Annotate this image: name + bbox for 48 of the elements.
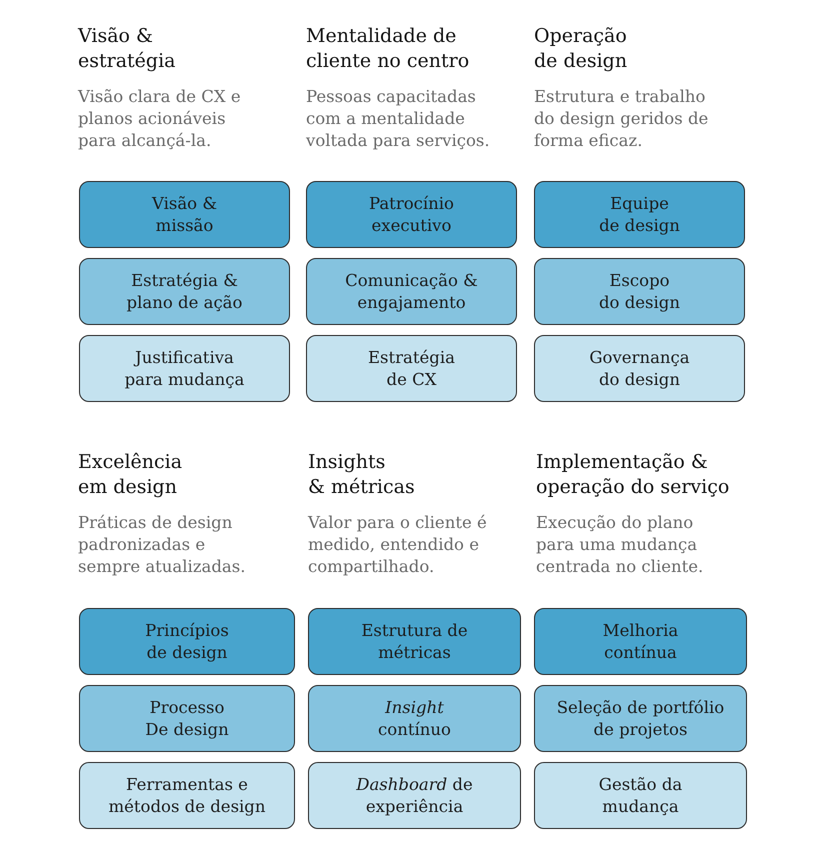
box-label: Escopo do design: [598, 270, 680, 314]
capability-box: [534, 608, 747, 675]
capability-box: [534, 335, 745, 402]
box-label: Ferramentas e métodos de design: [108, 774, 266, 818]
box-label: Justificativa para mudança: [124, 346, 244, 390]
section-heading: Excelência em design: [78, 450, 182, 500]
capability-box: [534, 258, 745, 325]
capability-box: [534, 762, 747, 829]
capability-box: [306, 181, 517, 248]
section-description: Visão clara de CX e planos acionáveis para alcançá-la.: [78, 86, 241, 152]
box-label: Estratégia & plano de ação: [126, 270, 242, 314]
box-label: Patrocínio executivo: [368, 192, 454, 236]
capability-box: [306, 335, 517, 402]
section-description: Práticas de design padronizadas e sempre atualizadas.: [78, 512, 246, 578]
capability-box: [79, 762, 295, 829]
section-heading: Mentalidade de cliente no centro: [306, 24, 470, 74]
section-description: Execução do plano para uma mudança centrada no cliente.: [536, 512, 704, 578]
box-label: Equipe de design: [599, 192, 680, 236]
capability-box: [79, 335, 290, 402]
box-label: Comunicação & engajamento: [345, 270, 478, 314]
capability-box: [534, 181, 745, 248]
capability-box: [308, 608, 521, 675]
box-label: Dashboard de experiência: [356, 774, 473, 818]
box-label: Gestão da mudança: [598, 774, 682, 818]
capability-box: [308, 762, 521, 829]
box-label: Seleção de portfólio de projetos: [556, 696, 724, 740]
capability-box: [79, 685, 295, 752]
capability-box: [306, 258, 517, 325]
section-heading: Visão & estratégia: [78, 24, 176, 74]
section-heading: Insights & métricas: [308, 450, 415, 500]
box-label: Insight contínuo: [378, 696, 451, 740]
capability-box: [79, 181, 290, 248]
box-label: Governança do design: [589, 346, 690, 390]
box-label: Princípios de design: [145, 620, 229, 664]
box-label: Estrutura de métricas: [361, 620, 468, 664]
capability-box: [534, 685, 747, 752]
box-label: Visão & missão: [152, 192, 218, 236]
section-heading: Operação de design: [534, 24, 628, 74]
box-label: Melhoria contínua: [602, 620, 678, 664]
capability-box: [79, 608, 295, 675]
section-description: Pessoas capacitadas com a mentalidade voltada para serviços.: [306, 86, 490, 152]
section-description: Estrutura e trabalho do design geridos de forma eficaz.: [534, 86, 708, 152]
capability-box: [308, 685, 521, 752]
section-description: Valor para o cliente é medido, entendido e compartilhado.: [308, 512, 487, 578]
box-label: Estratégia de CX: [368, 346, 455, 390]
capability-box: [79, 258, 290, 325]
section-heading: Implementação & operação do serviço: [536, 450, 730, 500]
box-label: Processo De design: [145, 696, 229, 740]
